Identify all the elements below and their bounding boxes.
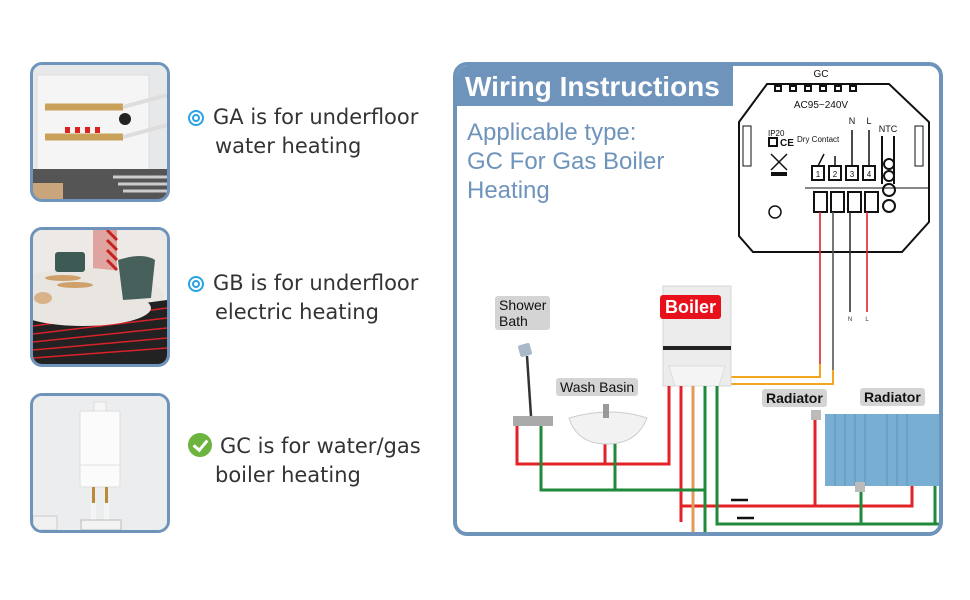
return-pipe-fixtures (539, 426, 705, 492)
type-gb-line1: GB is for underfloor (213, 271, 419, 295)
thermostat-model-label: GC (814, 69, 829, 80)
ring-bullet-icon (188, 110, 204, 126)
shower-label-line2: Bath (499, 313, 528, 329)
shower-label-line1: Shower (499, 297, 547, 313)
terminal-3: 3 (850, 170, 855, 179)
type-gb-line2: electric heating (215, 300, 379, 324)
terminal-n-label: N (849, 116, 856, 126)
thermostat-back-plate (738, 83, 930, 253)
terminal-l-label: L (866, 116, 871, 126)
applicable-type-line3: Heating (467, 177, 550, 204)
signal-wire-2 (719, 370, 834, 385)
type-gc-line1: GC is for water/gas (220, 434, 421, 458)
type-gc-description: GC is for water/gas boiler heating (188, 432, 421, 490)
shower-illustration (513, 343, 553, 426)
wiring-instructions-panel: GC AC95~240V N L NTC IP20 CE Dry Contact… (453, 62, 943, 536)
type-ga-line2: water heating (215, 134, 362, 158)
electric-floor-photo (30, 227, 170, 367)
gas-boiler-photo (30, 393, 170, 533)
radiator-label-1: Radiator (762, 389, 827, 407)
applicable-type: Applicable type: GC For Gas Boiler Heati… (467, 118, 664, 205)
panel-title: Wiring Instructions (457, 66, 733, 106)
radiator-illustration-1 (811, 410, 877, 492)
radiator-illustration-2 (877, 414, 939, 486)
applicable-type-line1: Applicable type: (467, 119, 637, 146)
wiring-diagram: GC AC95~240V N L NTC IP20 CE Dry Contact… (513, 69, 939, 532)
hot-pipe-shower (515, 386, 671, 466)
ce-mark: CE (780, 138, 794, 149)
ring-bullet-icon (188, 276, 204, 292)
shower-bath-label: Shower Bath (495, 296, 551, 330)
ip-rating-label: IP20 (768, 129, 785, 138)
applicable-type-line2: GC For Gas Boiler (467, 148, 665, 175)
radiator-label-2: Radiator (860, 388, 925, 406)
type-ga-description: GA is for underfloor water heating (188, 103, 418, 161)
terminal-1: 1 (816, 170, 821, 179)
voltage-label: AC95~240V (794, 100, 849, 111)
wire-n-label: N (848, 317, 852, 323)
wash-basin-label: Wash Basin (556, 378, 639, 396)
check-circle-icon (188, 433, 212, 457)
type-gb-description: GB is for underfloor electric heating (188, 269, 418, 327)
terminal-2: 2 (833, 170, 838, 179)
water-manifold-photo (30, 62, 170, 202)
ntc-label: NTC (879, 124, 898, 134)
signal-wire-1 (729, 364, 821, 378)
return-pipe-radiators (715, 386, 939, 526)
basin-illustration (568, 404, 648, 445)
boiler-label: Boiler (660, 295, 722, 319)
wire-l-label: L (865, 317, 869, 323)
dry-contact-label: Dry Contact (797, 135, 840, 144)
terminal-4: 4 (867, 170, 872, 179)
type-gc-line2: boiler heating (215, 463, 361, 487)
type-ga-line1: GA is for underfloor (213, 105, 419, 129)
